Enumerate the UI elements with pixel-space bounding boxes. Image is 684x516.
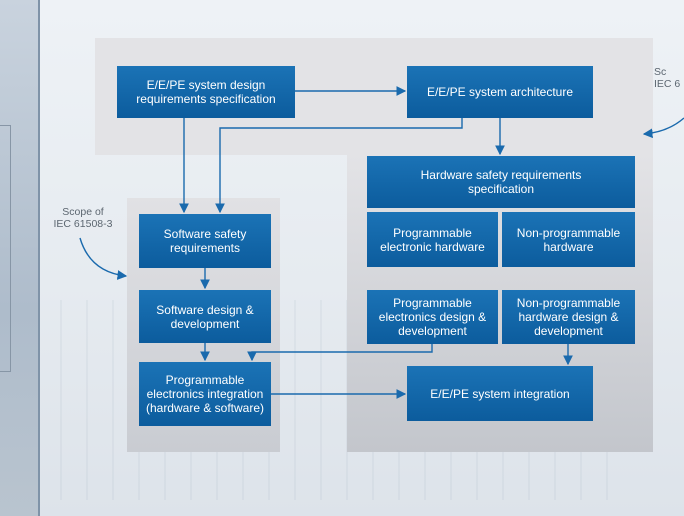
scope-label-left: Scope of IEC 61508-3 [53, 206, 113, 230]
pe-integration-box: Programmable electronics integration (ha… [139, 362, 271, 426]
arrow-architecture-to-software [215, 118, 463, 214]
system-design-requirements-box: E/E/PE system design requirements specif… [117, 66, 295, 118]
background-divider [38, 0, 40, 516]
software-safety-requirements-box: Software safety requirements [139, 214, 271, 268]
background-frame [0, 125, 11, 372]
scope-left-curve [79, 237, 128, 280]
scope-label-right: Sc IEC 6 [654, 66, 681, 90]
system-integration-box: E/E/PE system integration [407, 366, 593, 421]
scope-right-curve [642, 117, 684, 139]
arrow-pe-design-to-integration [247, 344, 433, 362]
background-left-panel [0, 0, 40, 516]
non-programmable-design-box: Non-programmable hardware design & devel… [502, 290, 635, 344]
system-architecture-box: E/E/PE system architecture [407, 66, 593, 118]
programmable-hardware-box: Programmable electronic hardware [367, 212, 498, 267]
hardware-safety-requirements-box: Hardware safety requirements specificati… [367, 156, 635, 208]
non-programmable-hardware-box: Non-programmable hardware [502, 212, 635, 267]
software-design-box: Software design & development [139, 290, 271, 343]
programmable-design-box: Programmable electronics design & develo… [367, 290, 498, 344]
